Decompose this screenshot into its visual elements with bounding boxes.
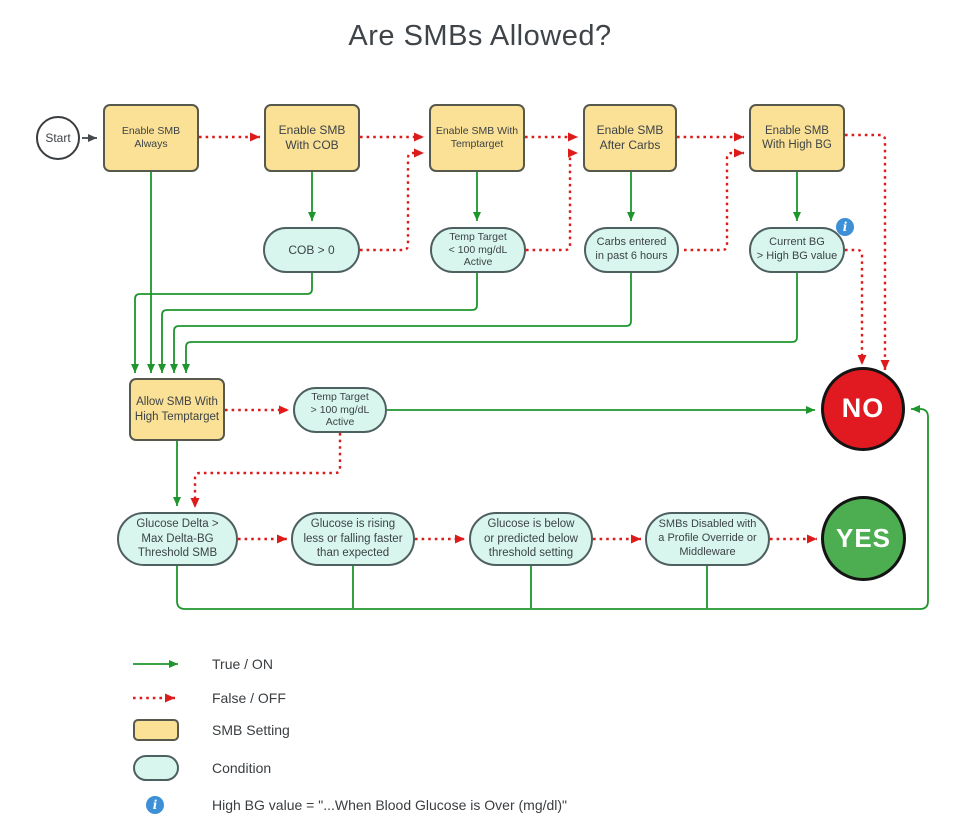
info-icon: i — [836, 218, 854, 236]
terminal-yes: YES — [821, 496, 906, 581]
terminal-no: NO — [821, 367, 905, 451]
legend-info-icon: i — [146, 796, 164, 814]
legend-true-label: True / ON — [212, 656, 273, 672]
node-temptarget-lt-100: Temp Target < 100 mg/dL Active — [430, 227, 526, 273]
page-title: Are SMBs Allowed? — [348, 20, 612, 52]
node-current-bg-gt-high-bg: Current BG > High BG value — [749, 227, 845, 273]
legend-false-label: False / OFF — [212, 690, 286, 706]
node-carbs-entered: Carbs entered in past 6 hours — [584, 227, 679, 273]
legend-condition-label: Condition — [212, 760, 272, 776]
legend-smb-setting-swatch — [133, 719, 179, 741]
node-glucose-rising: Glucose is rising less or falling faster… — [291, 512, 415, 566]
node-glucose-below: Glucose is below or predicted below thre… — [469, 512, 593, 566]
node-enable-smb-with-cob: Enable SMB With COB — [264, 104, 360, 172]
node-temptarget-gt-100: Temp Target > 100 mg/dL Active — [293, 387, 387, 433]
node-enable-smb-with-high-bg: Enable SMB With High BG — [749, 104, 845, 172]
true-edges — [131, 172, 929, 610]
node-smbs-disabled: SMBs Disabled with a Profile Override or… — [645, 512, 770, 566]
node-cob-gt-0: COB > 0 — [263, 227, 360, 273]
node-allow-smb-high-temptarget: Allow SMB With High Temptarget — [129, 378, 225, 441]
node-enable-smb-after-carbs: Enable SMB After Carbs — [583, 104, 677, 172]
legend-high-bg-note: High BG value = "...When Blood Glucose i… — [212, 797, 568, 813]
false-edges — [190, 132, 890, 544]
node-glucose-delta: Glucose Delta > Max Delta-BG Threshold S… — [117, 512, 238, 566]
info-icon-glyph: i — [842, 220, 848, 234]
start-node: Start — [36, 116, 80, 160]
node-enable-smb-with-temptarget: Enable SMB With Temptarget — [429, 104, 525, 172]
legend-info-icon-glyph: i — [152, 798, 158, 812]
legend-smb-setting-label: SMB Setting — [212, 722, 290, 738]
legend-condition-swatch — [133, 755, 179, 781]
node-enable-smb-always: Enable SMB Always — [103, 104, 199, 172]
